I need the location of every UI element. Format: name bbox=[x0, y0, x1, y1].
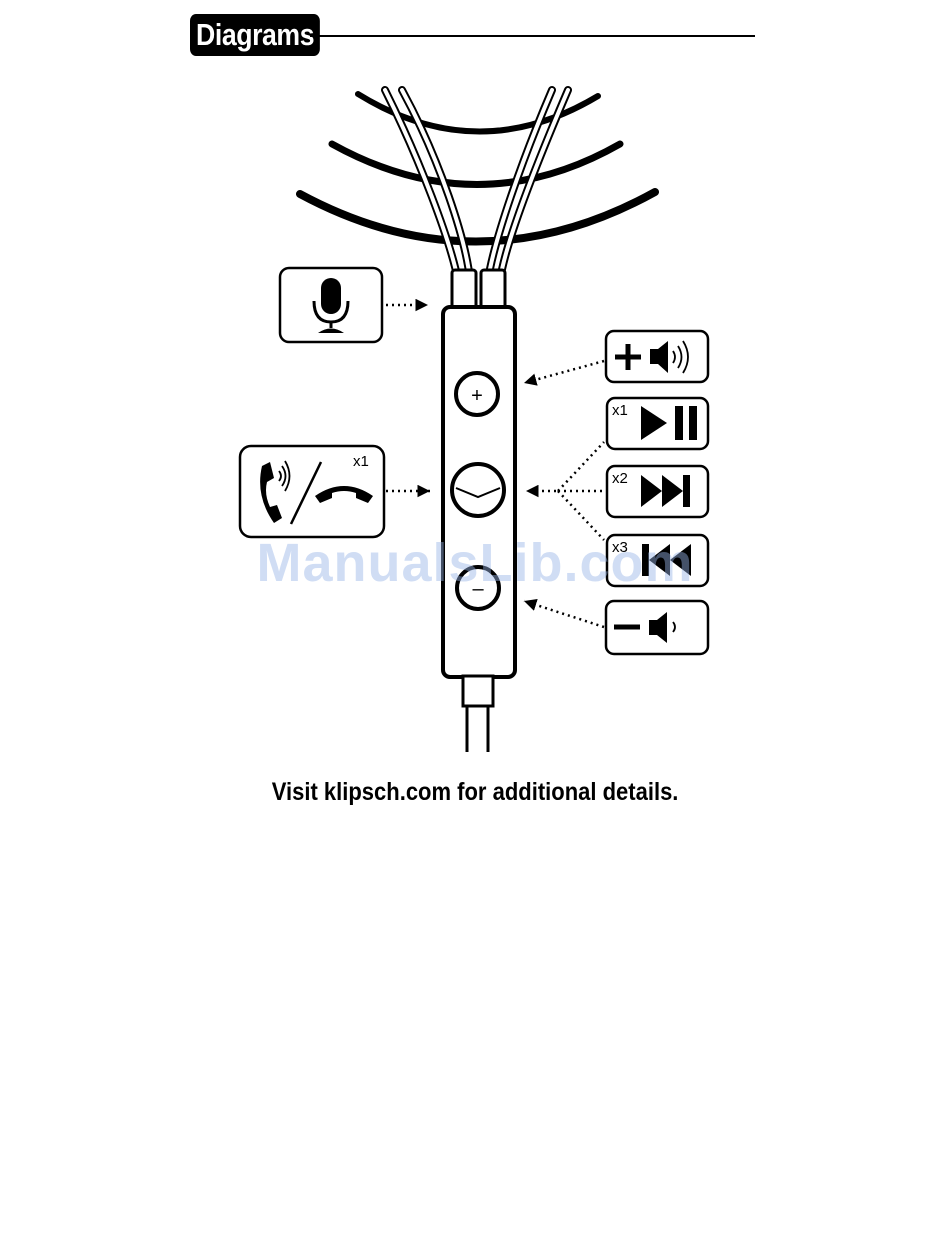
arrow-volume-up bbox=[524, 361, 604, 383]
play-pause-box: x1 bbox=[607, 398, 708, 449]
center-button[interactable] bbox=[452, 464, 504, 516]
footer-note: Visit klipsch.com for additional details… bbox=[0, 778, 950, 807]
microphone-box bbox=[280, 268, 382, 342]
watermark: ManualsLib.com bbox=[0, 532, 950, 594]
volume-down-box bbox=[606, 601, 708, 654]
volume-up-box bbox=[606, 331, 708, 382]
earphone-cables bbox=[300, 90, 655, 280]
branch-lines bbox=[558, 442, 604, 540]
next-track-box: x2 bbox=[607, 466, 708, 517]
call-press-count: x1 bbox=[353, 453, 369, 470]
play-pause-press-count: x1 bbox=[612, 402, 628, 419]
volume-up-button-label: + bbox=[471, 385, 483, 407]
footer-note-text: Visit klipsch.com for additional details… bbox=[272, 778, 679, 807]
volume-up-button[interactable]: + bbox=[456, 373, 498, 415]
answer-end-call-box: x1 bbox=[240, 446, 384, 537]
next-track-press-count: x2 bbox=[612, 470, 628, 487]
arrow-volume-down bbox=[524, 601, 604, 627]
